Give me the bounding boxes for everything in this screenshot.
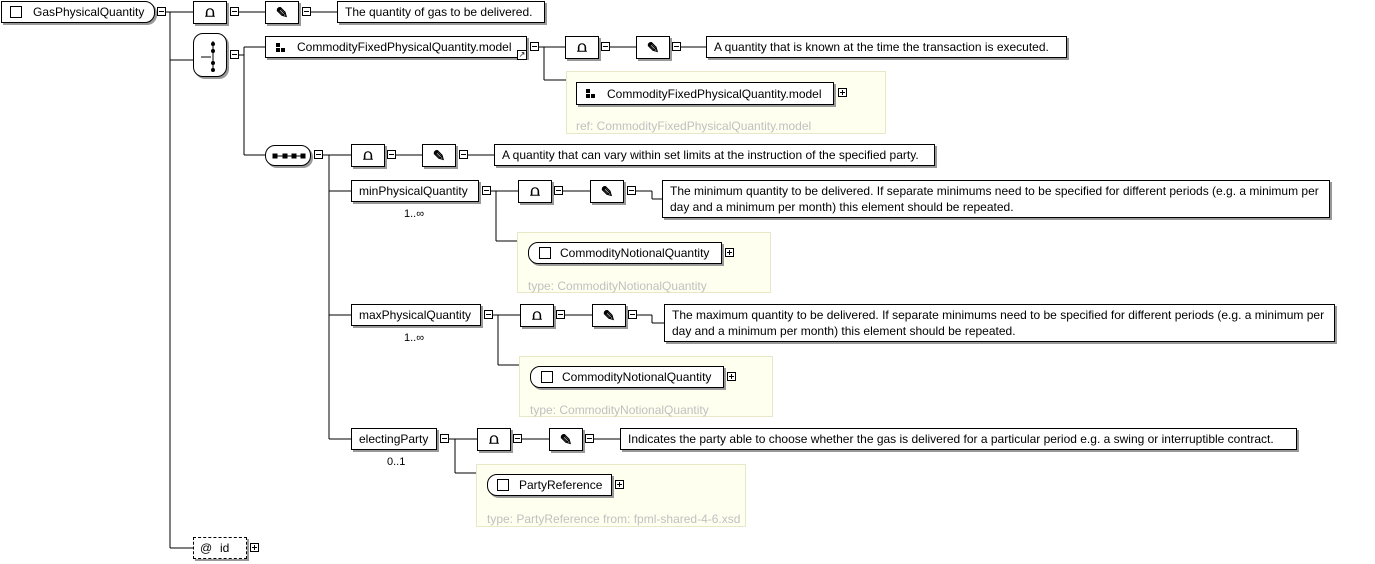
sequence-icon — [272, 153, 306, 159]
sequence-compositor-icon[interactable] — [265, 145, 311, 166]
annotation-collapse-icon[interactable] — [556, 310, 565, 319]
root-element-name: GasPhysicalQuantity — [33, 5, 145, 19]
documentation-icon[interactable]: ✎ — [549, 428, 583, 451]
max-collapse-icon[interactable] — [484, 310, 493, 319]
id-attribute-name: id — [220, 541, 230, 555]
fixed-model-collapse-icon[interactable] — [530, 42, 539, 51]
annotation-collapse-icon[interactable] — [230, 7, 239, 16]
max-type-name: CommodityNotionalQuantity — [562, 370, 712, 384]
annotation-icon[interactable]: ⩍ — [477, 428, 511, 451]
id-attribute[interactable]: @ id — [193, 537, 247, 559]
group-icon — [586, 89, 596, 99]
fixed-model-ref-group[interactable]: CommodityFixedPhysicalQuantity.model — [576, 82, 834, 105]
documentation-collapse-icon[interactable] — [302, 7, 311, 16]
documentation-collapse-icon[interactable] — [628, 310, 637, 319]
documentation-icon[interactable]: ✎ — [636, 36, 670, 59]
attribute-at-icon: @ — [200, 541, 213, 555]
annotation-icon[interactable]: ⩍ — [193, 1, 227, 24]
documentation-icon[interactable]: ✎ — [422, 144, 456, 167]
electing-cardinality: 0..1 — [387, 456, 406, 468]
max-documentation: The maximum quantity to be delivered. If… — [664, 304, 1335, 342]
min-type-name: CommodityNotionalQuantity — [560, 246, 710, 260]
documentation-collapse-icon[interactable] — [627, 186, 636, 195]
annotation-collapse-icon[interactable] — [601, 42, 610, 51]
min-collapse-icon[interactable] — [482, 186, 491, 195]
annotation-collapse-icon[interactable] — [387, 150, 396, 159]
annotation-collapse-icon[interactable] — [513, 434, 522, 443]
min-type-label: type: CommodityNotionalQuantity — [528, 279, 707, 293]
type-checkbox-icon — [497, 479, 509, 491]
documentation-collapse-icon[interactable] — [672, 42, 681, 51]
min-type-complex-type[interactable]: CommodityNotionalQuantity — [528, 242, 722, 264]
fixed-model-group[interactable]: CommodityFixedPhysicalQuantity.model — [265, 36, 527, 58]
group-icon — [276, 43, 286, 53]
documentation-icon[interactable]: ✎ — [590, 180, 624, 203]
fixed-model-ref-name: CommodityFixedPhysicalQuantity.model — [607, 87, 822, 101]
fixed-model-ref-label: ref: CommodityFixedPhysicalQuantity.mode… — [576, 119, 812, 133]
electing-type-name: PartyReference — [519, 478, 603, 492]
max-cardinality: 1..∞ — [404, 332, 425, 344]
annotation-collapse-icon[interactable] — [554, 186, 563, 195]
documentation-collapse-icon[interactable] — [585, 434, 594, 443]
min-type-expand-icon[interactable] — [725, 248, 734, 257]
reference-arrow-icon: ↗ — [517, 50, 527, 60]
electing-documentation: Indicates the party able to choose wheth… — [620, 428, 1297, 450]
choice-collapse-icon[interactable] — [230, 50, 239, 59]
documentation-icon[interactable]: ✎ — [592, 304, 626, 327]
fixed-model-name: CommodityFixedPhysicalQuantity.model — [297, 40, 512, 54]
min-documentation: The minimum quantity to be delivered. If… — [662, 180, 1330, 218]
electing-party-name: electingParty — [359, 432, 429, 446]
electing-party-element[interactable]: electingParty — [351, 428, 437, 450]
fixed-model-documentation: A quantity that is known at the time the… — [706, 36, 1067, 58]
documentation-collapse-icon[interactable] — [459, 150, 468, 159]
documentation-icon[interactable]: ✎ — [265, 1, 299, 24]
min-cardinality: 1..∞ — [404, 208, 425, 220]
sequence-documentation: A quantity that can vary within set limi… — [494, 144, 935, 166]
type-checkbox-icon — [541, 371, 553, 383]
fixed-model-ref-expand-icon[interactable] — [838, 88, 847, 97]
type-checkbox-icon — [539, 247, 551, 259]
annotation-icon[interactable]: ⩍ — [351, 144, 385, 167]
max-type-complex-type[interactable]: CommodityNotionalQuantity — [530, 366, 724, 388]
max-type-label: type: CommodityNotionalQuantity — [530, 403, 709, 417]
electing-type-label: type: PartyReference from: fpml-shared-4… — [487, 512, 741, 526]
electing-type-expand-icon[interactable] — [615, 480, 624, 489]
sequence-collapse-icon[interactable] — [314, 150, 323, 159]
max-physical-quantity-name: maxPhysicalQuantity — [359, 308, 472, 322]
min-physical-quantity-element[interactable]: minPhysicalQuantity — [351, 180, 479, 202]
annotation-icon[interactable]: ⩍ — [565, 36, 599, 59]
annotation-icon[interactable]: ⩍ — [520, 304, 554, 327]
root-documentation: The quantity of gas to be delivered. — [337, 1, 545, 23]
annotation-icon[interactable]: ⩍ — [518, 180, 552, 203]
electing-collapse-icon[interactable] — [440, 434, 449, 443]
id-attribute-expand-icon[interactable] — [250, 543, 259, 552]
element-checkbox-icon — [10, 6, 22, 18]
root-element[interactable]: GasPhysicalQuantity — [1, 1, 155, 23]
max-type-expand-icon[interactable] — [727, 372, 736, 381]
root-collapse-icon[interactable] — [157, 7, 166, 16]
min-physical-quantity-name: minPhysicalQuantity — [359, 184, 468, 198]
choice-icon — [201, 41, 215, 72]
electing-type-complex-type[interactable]: PartyReference — [487, 474, 612, 496]
choice-compositor-icon[interactable] — [193, 33, 227, 77]
max-physical-quantity-element[interactable]: maxPhysicalQuantity — [351, 304, 481, 326]
